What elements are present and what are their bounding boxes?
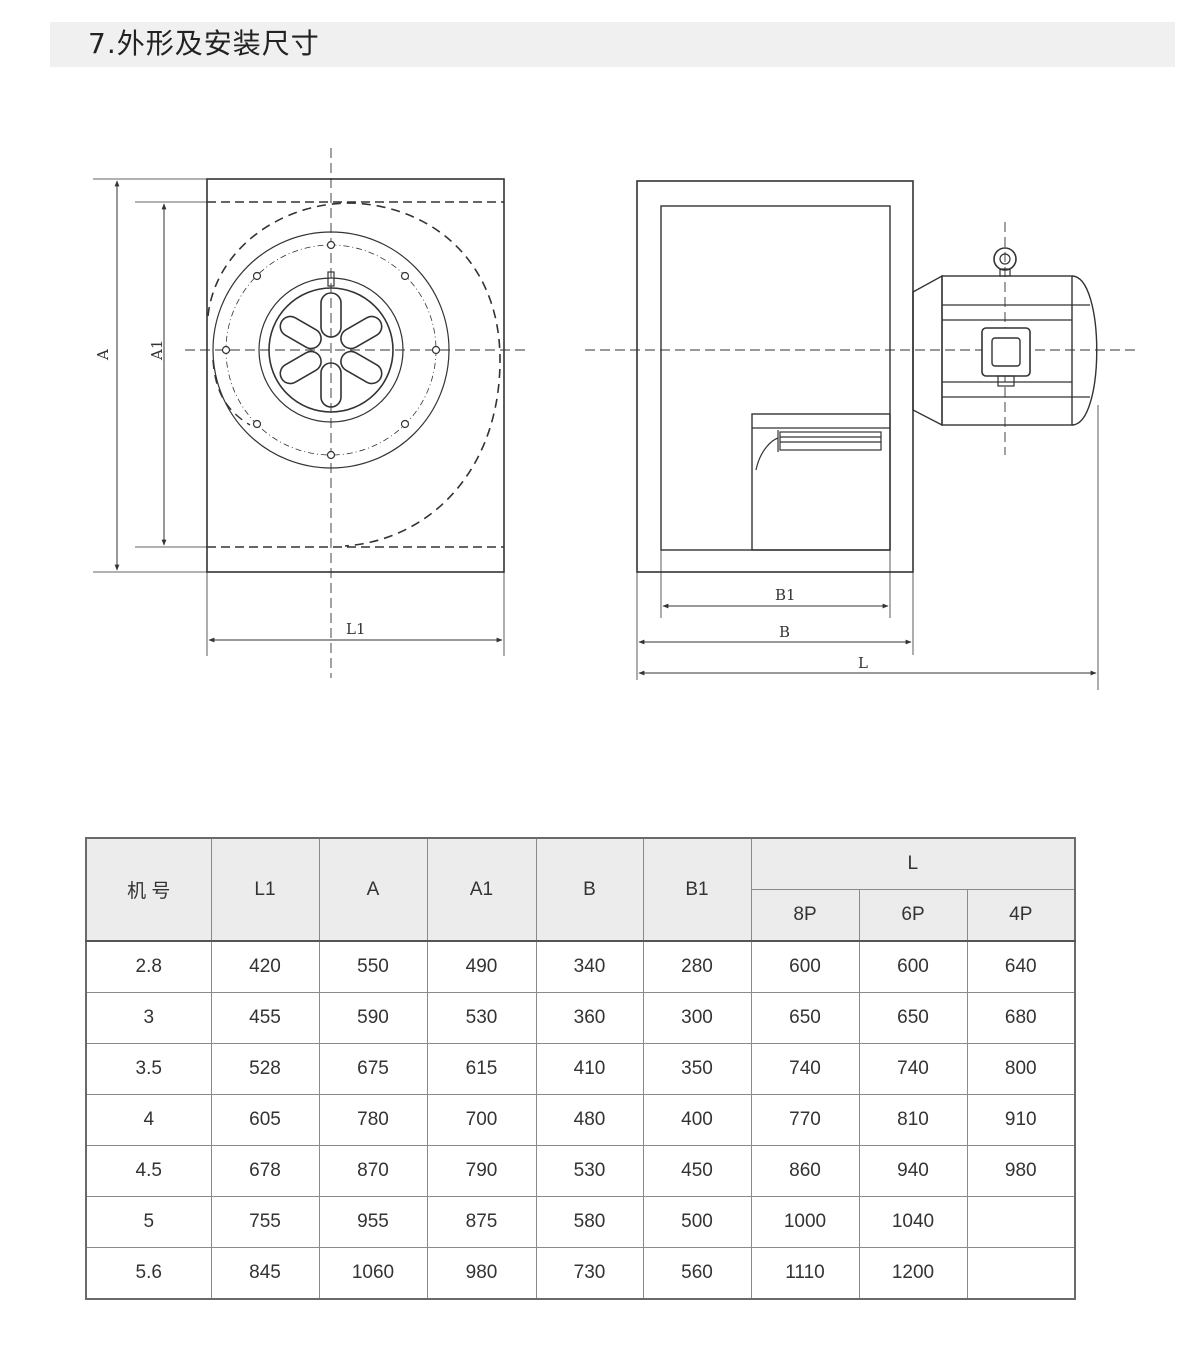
header-8p: 8P — [750, 889, 860, 942]
cell: 450 — [642, 1145, 752, 1197]
cell: 875 — [426, 1196, 537, 1248]
cell: 740 — [750, 1043, 860, 1095]
cell: 640 — [966, 940, 1076, 993]
cell: 600 — [858, 940, 968, 993]
cell: 650 — [858, 992, 968, 1044]
cell: 940 — [858, 1145, 968, 1197]
cell: 410 — [535, 1043, 644, 1095]
cell: 730 — [535, 1247, 644, 1300]
cell: 800 — [966, 1043, 1076, 1095]
section-title: 7.外形及安装尺寸 — [88, 27, 320, 60]
cell: 680 — [966, 992, 1076, 1044]
cell: 350 — [642, 1043, 752, 1095]
label-B: B — [779, 623, 790, 641]
cell: 678 — [210, 1145, 320, 1197]
cell — [966, 1247, 1076, 1300]
cell: 5 — [85, 1196, 212, 1248]
label-B1: B1 — [775, 586, 796, 604]
cell: 740 — [858, 1043, 968, 1095]
cell: 400 — [642, 1094, 752, 1146]
cell: 300 — [642, 992, 752, 1044]
cell: 1040 — [858, 1196, 968, 1248]
cell: 530 — [426, 992, 537, 1044]
dimensions-table: 机 号 L1 A A1 B B1 L 8P 6P 4P 2.8 420 550 … — [85, 837, 1077, 1300]
label-L: L — [858, 654, 868, 672]
cell: 5.6 — [85, 1247, 212, 1300]
cell: 860 — [750, 1145, 860, 1197]
cell: 4 — [85, 1094, 212, 1146]
table-row: 4 605 780 700 480 400 770 810 910 — [85, 1094, 1076, 1146]
cell: 550 — [318, 940, 428, 993]
header-A1: A1 — [426, 837, 537, 942]
header-L1: L1 — [210, 837, 320, 942]
cell: 1000 — [750, 1196, 860, 1248]
cell: 455 — [210, 992, 320, 1044]
cell: 3 — [85, 992, 212, 1044]
cell: 615 — [426, 1043, 537, 1095]
cell: 650 — [750, 992, 860, 1044]
header-B1: B1 — [642, 837, 752, 942]
cell: 280 — [642, 940, 752, 993]
table-row: 5.6 845 1060 980 730 560 1110 1200 — [85, 1247, 1076, 1300]
cell: 910 — [966, 1094, 1076, 1146]
cell: 490 — [426, 940, 537, 993]
cell: 980 — [426, 1247, 537, 1300]
table-row: 5 755 955 875 580 500 1000 1040 — [85, 1196, 1076, 1248]
label-L1: L1 — [346, 620, 366, 638]
table-subheader-row: 8P 6P 4P — [86, 889, 1076, 942]
cell: 560 — [642, 1247, 752, 1300]
cell: 700 — [426, 1094, 537, 1146]
cell: 870 — [318, 1145, 428, 1197]
dimension-drawing: A A1 L1 — [93, 148, 1138, 690]
cell: 590 — [318, 992, 428, 1044]
cell: 340 — [535, 940, 644, 993]
cell: 600 — [750, 940, 860, 993]
cell: 955 — [318, 1196, 428, 1248]
header-B: B — [535, 837, 644, 942]
cell: 755 — [210, 1196, 320, 1248]
table-row: 3.5 528 675 615 410 350 740 740 800 — [85, 1043, 1076, 1095]
cell: 480 — [535, 1094, 644, 1146]
cell: 780 — [318, 1094, 428, 1146]
cell: 770 — [750, 1094, 860, 1146]
cell: 4.5 — [85, 1145, 212, 1197]
label-A1: A1 — [148, 340, 166, 361]
table-header-row: 机 号 L1 A A1 B B1 L — [85, 837, 1076, 942]
header-6p: 6P — [858, 889, 968, 942]
front-view — [93, 148, 530, 678]
cell: 1060 — [318, 1247, 428, 1300]
cell: 530 — [535, 1145, 644, 1197]
cell — [966, 1196, 1076, 1248]
cell: 980 — [966, 1145, 1076, 1197]
label-A: A — [94, 349, 112, 361]
table-row: 3 455 590 530 360 300 650 650 680 — [85, 992, 1076, 1044]
cell: 2.8 — [85, 940, 212, 993]
cell: 675 — [318, 1043, 428, 1095]
table-row: 4.5 678 870 790 530 450 860 940 980 — [85, 1145, 1076, 1197]
cell: 1200 — [858, 1247, 968, 1300]
header-A: A — [318, 837, 428, 942]
section-title-bar: 7.外形及安装尺寸 — [50, 22, 1175, 67]
cell: 605 — [210, 1094, 320, 1146]
cell: 580 — [535, 1196, 644, 1248]
cell: 500 — [642, 1196, 752, 1248]
cell: 528 — [210, 1043, 320, 1095]
cell: 790 — [426, 1145, 537, 1197]
cell: 420 — [210, 940, 320, 993]
cell: 360 — [535, 992, 644, 1044]
header-4p: 4P — [966, 889, 1076, 942]
cell: 3.5 — [85, 1043, 212, 1095]
side-view — [585, 180, 1138, 690]
cell: 1110 — [750, 1247, 860, 1300]
table-row: 2.8 420 550 490 340 280 600 600 640 — [85, 940, 1076, 993]
header-model: 机 号 — [85, 837, 212, 942]
cell: 810 — [858, 1094, 968, 1146]
cell: 845 — [210, 1247, 320, 1300]
header-L: L — [750, 837, 1076, 890]
